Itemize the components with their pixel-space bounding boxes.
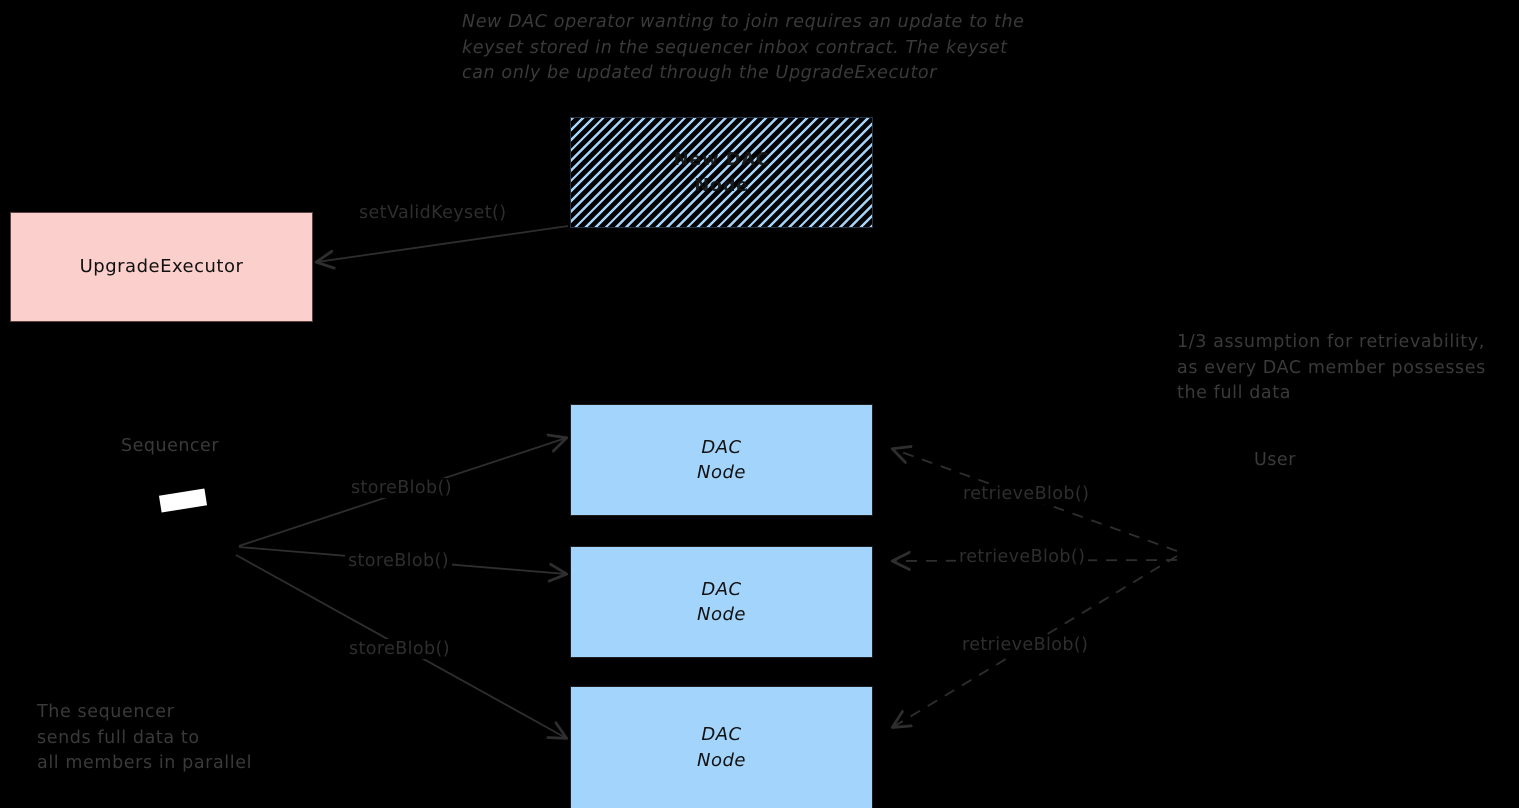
edge-label-store-blob-1: storeBlob() <box>348 478 456 498</box>
node-upgrade-executor-label: UpgradeExecutor <box>79 256 244 278</box>
annotation-top: New DAC operator wanting to join require… <box>462 12 1025 83</box>
actor-user-label: User <box>1254 450 1296 470</box>
edge-label-retrieve-blob-2: retrieveBlob() <box>956 547 1089 567</box>
node-dac-node-1[interactable]: DAC Node <box>570 404 873 516</box>
node-dac-node-3-label: DAC Node <box>697 724 746 771</box>
sequencer-icon <box>158 488 208 513</box>
edge-label-store-blob-2: storeBlob() <box>345 551 453 571</box>
node-upgrade-executor[interactable]: UpgradeExecutor <box>10 212 313 322</box>
node-dac-node-2-label: DAC Node <box>697 578 746 626</box>
edge-label-retrieve-blob-1: retrieveBlob() <box>960 484 1093 504</box>
edge-set-valid-keyset <box>317 225 569 262</box>
node-new-dac-node[interactable]: New DAC Node <box>570 117 873 228</box>
annotation-sequencer-parallel: The sequencer sends full data to all mem… <box>37 702 253 773</box>
node-new-dac-node-label: New DAC Node <box>673 149 770 196</box>
edge-label-set-valid-keyset: setValidKeyset() <box>356 203 510 223</box>
node-dac-node-1-label: DAC Node <box>697 436 746 484</box>
edge-label-store-blob-3: storeBlob() <box>346 639 454 659</box>
node-dac-node-2[interactable]: DAC Node <box>570 546 873 658</box>
annotation-retrievability: 1/3 assumption for retrievability, as ev… <box>1177 332 1486 403</box>
actor-sequencer-label: Sequencer <box>121 436 220 456</box>
node-dac-node-3[interactable]: DAC Node <box>570 686 873 808</box>
edge-label-retrieve-blob-3: retrieveBlob() <box>959 635 1092 655</box>
